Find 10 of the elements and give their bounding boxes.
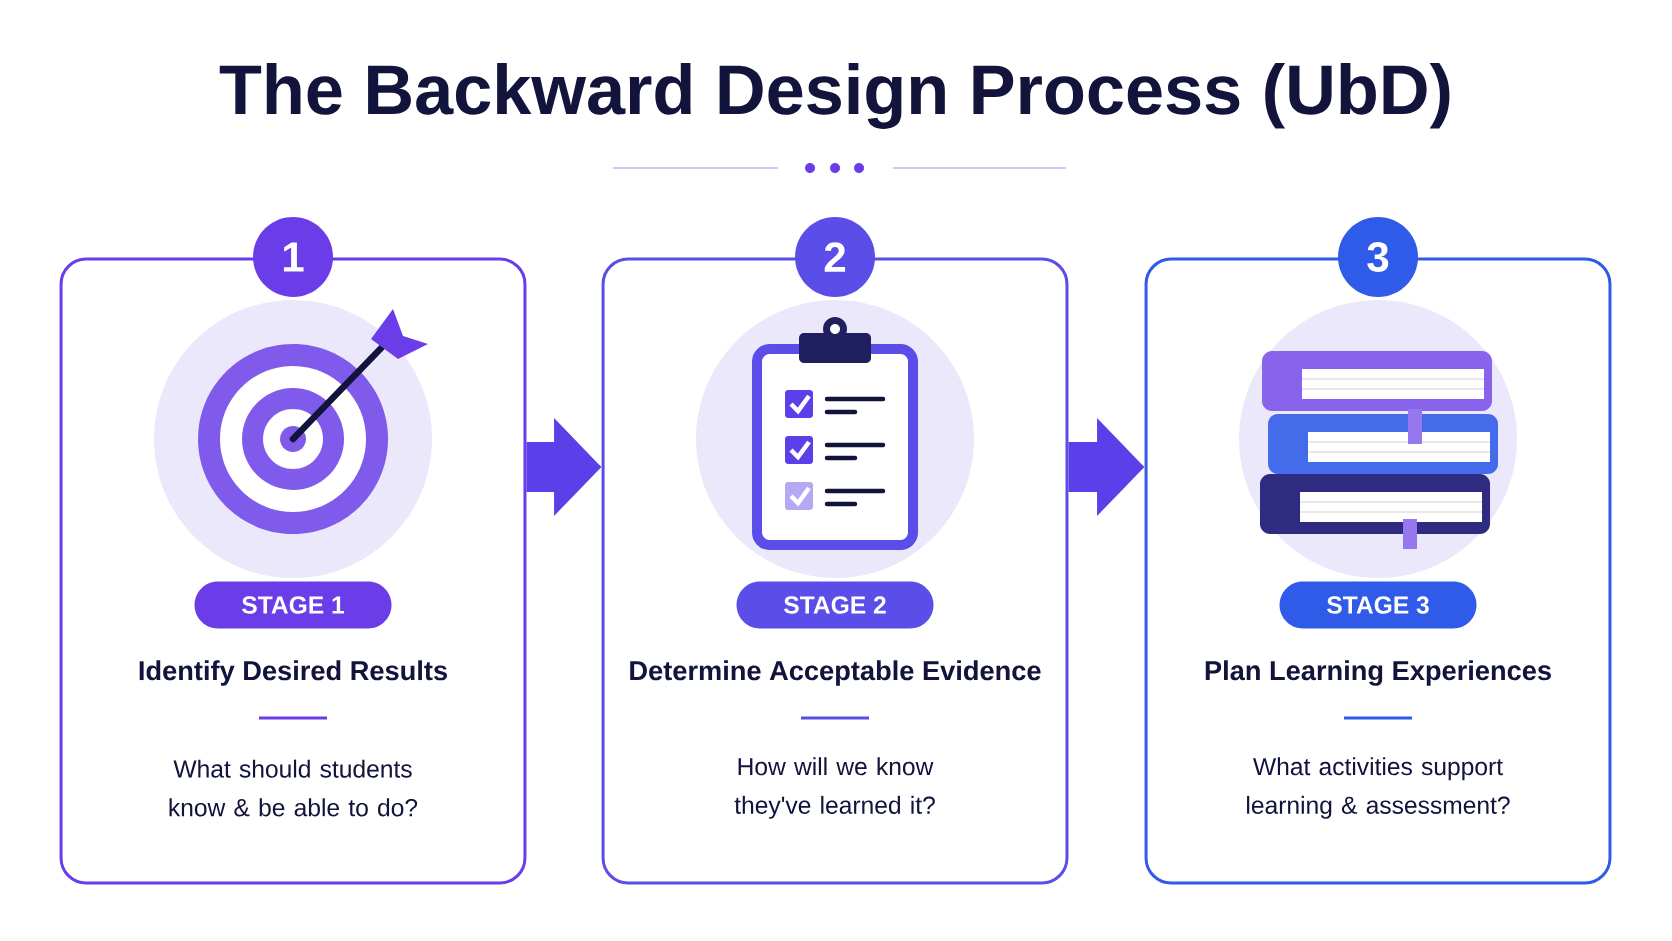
question-text: How will we know they've learned it? bbox=[734, 757, 935, 819]
question-text: What should students know & be able to do? bbox=[169, 759, 418, 817]
stage-badge: STAGE 3 bbox=[1279, 581, 1477, 629]
question-text: What activities support learning & assessment? bbox=[1247, 757, 1510, 819]
stage-badge: STAGE 2 bbox=[736, 581, 934, 629]
stage-heading: Identify Desired Results bbox=[139, 660, 447, 686]
title: The Backward Design Process (UbD) bbox=[219, 63, 1450, 129]
stage-heading: Plan Learning Experiences bbox=[1205, 660, 1551, 686]
stage-heading: Determine Acceptable Evidence bbox=[630, 660, 1041, 686]
stage-badge: STAGE 1 bbox=[194, 581, 392, 629]
